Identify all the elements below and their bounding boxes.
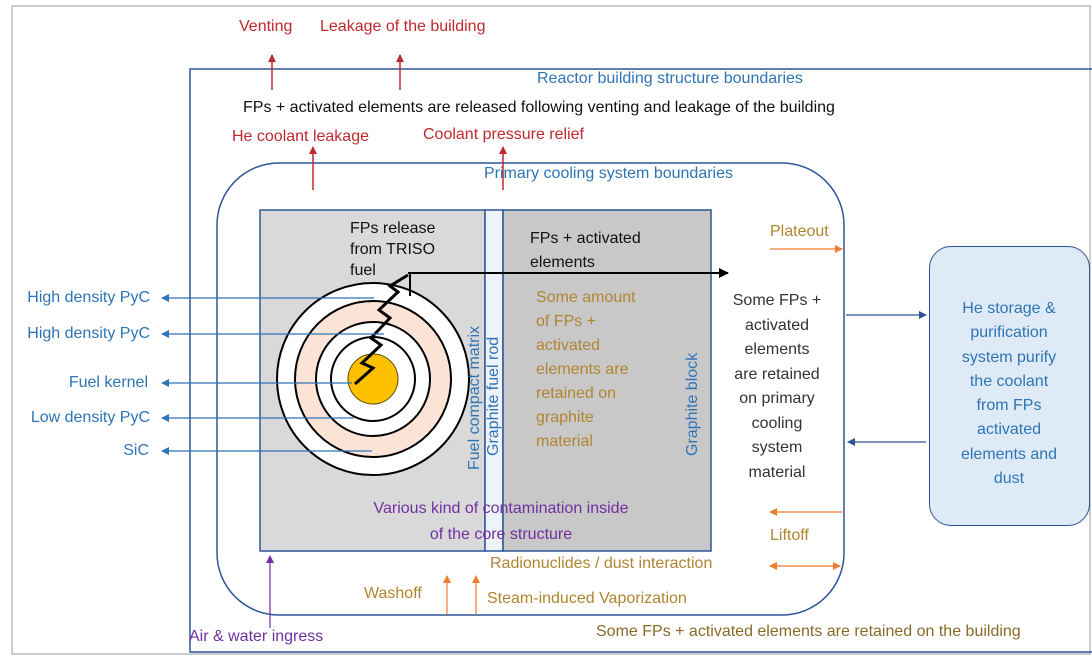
venting-label: Venting — [239, 18, 293, 35]
retained-graphite-label: Some amount of FPs + activated elements … — [536, 289, 636, 450]
page-frame — [11, 5, 1091, 655]
reactor-building-label: Reactor building structure boundaries — [537, 70, 803, 87]
liftoff-label: Liftoff — [770, 527, 809, 544]
fuel-compact-matrix-label: Fuel compact matrix — [466, 325, 483, 470]
he-leakage-label: He coolant leakage — [232, 128, 369, 145]
sic-label: SiC — [123, 442, 149, 459]
reactor-building-boundary — [189, 68, 1092, 653]
ingress-label: Air & water ingress — [189, 628, 324, 645]
outer-pyc-label: High density PyC — [27, 289, 150, 306]
fp-release-path — [354, 273, 409, 386]
retained-building-label: Some FPs + activated elements are retain… — [596, 623, 1021, 640]
graphite-block-label: Graphite block — [684, 352, 701, 456]
fuel-kernel-label: Fuel kernel — [68, 374, 148, 391]
pressure-relief-label: Coolant pressure relief — [423, 126, 584, 143]
primary-cooling-label: Primary cooling system boundaries — [484, 165, 733, 182]
plateout-label: Plateout — [770, 223, 829, 240]
radionuclides-label: Radionuclides / dust interaction — [490, 555, 713, 572]
contamination-label: Various kind of contamination inside of … — [373, 500, 629, 543]
storage-system-label: He storage & purification system purify … — [960, 300, 1058, 488]
triso-particle — [276, 282, 470, 476]
building-release-label: FPs + activated elements are released fo… — [243, 99, 835, 116]
primary-cooling-boundary — [216, 162, 845, 616]
steam-label: Steam-induced Vaporization — [487, 590, 687, 607]
graphite-fuel-rod-label: Graphite fuel rod — [485, 336, 502, 456]
fps-release-label: FPs release from TRISO fuel — [350, 220, 436, 279]
fps-activated-label: FPs + activated elements — [530, 230, 641, 271]
graphite-block-region — [502, 209, 712, 552]
building-leakage-label: Leakage of the building — [320, 18, 486, 35]
washoff-label: Washoff — [364, 585, 422, 602]
buffer-label: Low density PyC — [30, 409, 150, 426]
storage-system-box: He storage & purification system purify … — [929, 246, 1090, 526]
fuel-kernel — [347, 353, 399, 405]
retained-cooling-label: Some FPs + activated elements are retain… — [732, 292, 822, 481]
inner-pyc-label: High density PyC — [27, 325, 150, 342]
